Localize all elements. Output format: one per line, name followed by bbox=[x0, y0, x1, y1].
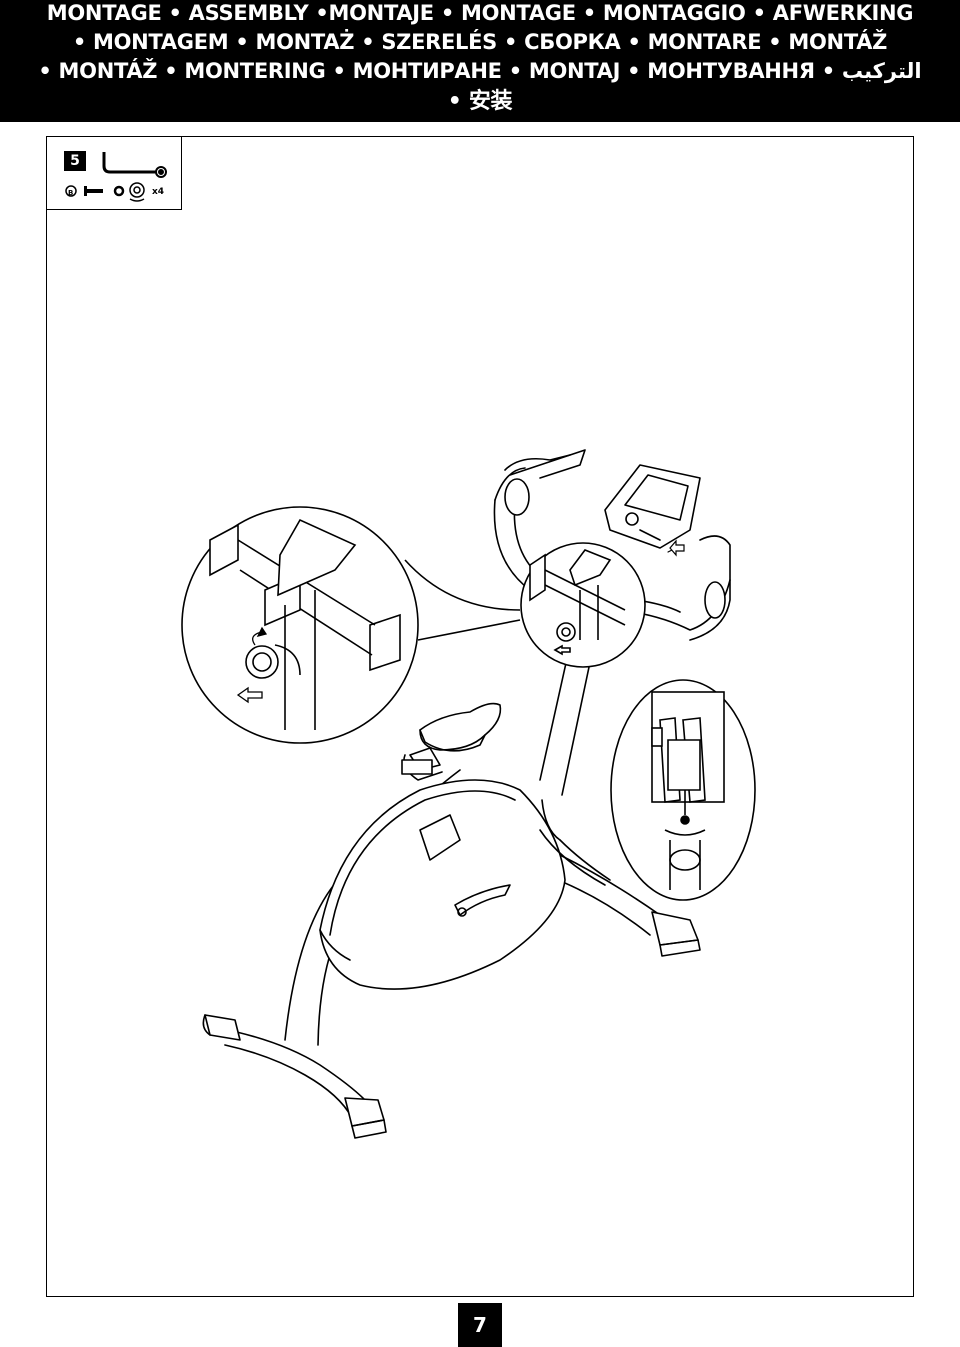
header-line-1: MONTAGE • ASSEMBLY •MONTAJE • MONTAGE • … bbox=[46, 1, 914, 25]
parts-quantity: x4 bbox=[152, 187, 164, 197]
header-line-4: • 安装 bbox=[447, 89, 513, 114]
curved-washer-icon bbox=[129, 182, 145, 202]
flywheel-cover bbox=[319, 779, 566, 990]
seat-assembly bbox=[401, 702, 502, 781]
direction-arrow-icon bbox=[236, 686, 263, 704]
detail-circle-left bbox=[181, 506, 521, 744]
svg-text:B: B bbox=[68, 189, 73, 197]
page-number: 7 bbox=[458, 1303, 502, 1347]
step-number-badge: 5 bbox=[64, 151, 86, 171]
bolt-icon: B bbox=[65, 185, 103, 197]
detail-circle-middle bbox=[520, 542, 646, 668]
header-line-2: • MONTAGEM • MONTAŻ • SZERELÉS • СБОРКА … bbox=[72, 30, 888, 54]
multilingual-header: MONTAGE • ASSEMBLY •MONTAJE • MONTAGE • … bbox=[0, 0, 960, 122]
detail-circle-right bbox=[610, 679, 756, 901]
header-line-3: • MONTÁŽ • MONTERING • МОНТИРАНЕ • MONTA… bbox=[38, 59, 922, 83]
front-stabilizer bbox=[202, 1014, 387, 1139]
direction-arrow-icon bbox=[669, 539, 685, 557]
rotate-arrow-icon bbox=[252, 626, 268, 646]
console-display bbox=[604, 464, 701, 553]
washer-icon bbox=[113, 185, 125, 197]
allen-key-icon bbox=[102, 152, 167, 178]
instruction-frame bbox=[46, 136, 914, 1297]
